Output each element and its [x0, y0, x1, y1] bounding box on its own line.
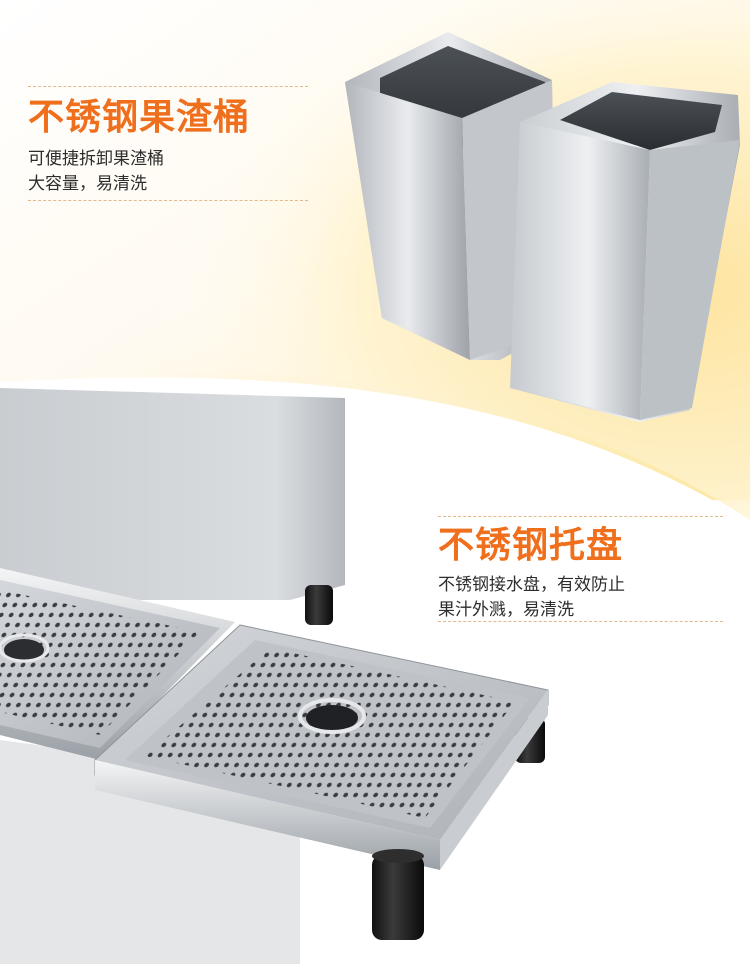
feature-desc-line: 可便捷拆卸果渣桶: [28, 149, 164, 169]
divider-bottom: [28, 200, 308, 201]
feature-title: 不锈钢果渣桶: [28, 97, 251, 138]
juice-residue-bin: [345, 32, 740, 422]
stainless-drip-tray: [0, 568, 549, 940]
feature-desc-line: 果汁外溅，易清洗: [438, 600, 574, 620]
divider-top: [438, 516, 723, 517]
feature-desc-line: 大容量，易清洗: [28, 174, 147, 194]
feature-drip-tray: 不锈钢托盘 不锈钢接水盘，有效防止 果汁外溅，易清洗: [438, 525, 625, 623]
feature-desc-line: 不锈钢接水盘，有效防止: [438, 575, 625, 595]
divider-bottom: [438, 621, 723, 622]
feature-title: 不锈钢托盘: [438, 525, 624, 566]
divider-top: [28, 86, 308, 87]
feature-residue-bin: 不锈钢果渣桶 可便捷拆卸果渣桶 大容量，易清洗: [28, 97, 250, 197]
